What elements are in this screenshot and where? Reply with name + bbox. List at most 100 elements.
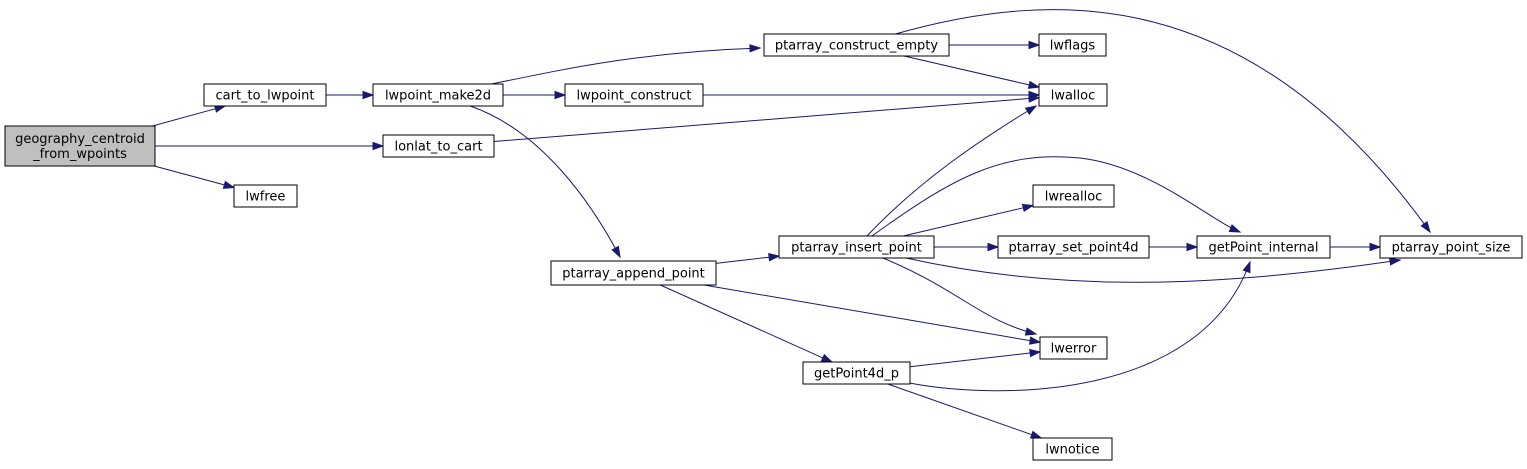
arrowhead-icon bbox=[1029, 430, 1043, 439]
node-lwerror[interactable]: lwerror bbox=[1039, 336, 1108, 360]
edge-line bbox=[715, 256, 770, 264]
edge-line bbox=[866, 105, 1037, 237]
arrowhead-icon bbox=[1389, 257, 1402, 266]
edge-ptarray_construct_empty-to-lwalloc bbox=[903, 55, 1041, 89]
arrowhead-icon bbox=[1024, 327, 1038, 336]
node-label: ptarray_construct_empty bbox=[775, 39, 938, 54]
edge-lwpoint_make2d-to-ptarray_append_point bbox=[469, 105, 621, 259]
node-ptarray-append-point[interactable]: ptarray_append_point bbox=[550, 260, 717, 286]
node-lwflags[interactable]: lwflags bbox=[1038, 33, 1107, 57]
arrowhead-icon bbox=[1420, 220, 1431, 234]
edge-lwpoint_construct-to-lwalloc bbox=[703, 90, 1041, 100]
node-box bbox=[4, 125, 156, 167]
edge-line bbox=[152, 108, 216, 127]
edge-getPoint4d_p-to-getPoint_internal bbox=[909, 260, 1251, 392]
edge-ptarray_insert_point-to-ptarray_set_point4d bbox=[934, 242, 1000, 252]
node-lwfree[interactable]: lwfree bbox=[233, 184, 298, 208]
node-lonlat-to-cart[interactable]: lonlat_to_cart bbox=[382, 134, 495, 158]
edge-line bbox=[905, 257, 1401, 283]
edge-line bbox=[660, 284, 824, 359]
node-box bbox=[1039, 336, 1108, 360]
node-lwnotice[interactable]: lwnotice bbox=[1032, 437, 1113, 461]
edge-line bbox=[903, 55, 1030, 86]
edge-line bbox=[493, 98, 1030, 142]
node-label: getPoint_internal bbox=[1208, 241, 1318, 256]
node-label: lwrealloc bbox=[1045, 190, 1103, 205]
edge-geography_centroid_from_wpoints-to-cart_to_lwpoint bbox=[152, 104, 227, 127]
edge-line bbox=[882, 257, 1037, 335]
edge-line bbox=[871, 156, 1241, 237]
arrowhead-icon bbox=[1028, 40, 1041, 50]
edge-line bbox=[895, 9, 1431, 233]
node-label: lwflags bbox=[1050, 39, 1096, 54]
edge-ptarray_insert_point-to-lwalloc bbox=[866, 105, 1038, 237]
node-getpoint-internal[interactable]: getPoint_internal bbox=[1196, 235, 1331, 259]
edge-cart_to_lwpoint-to-lwpoint_make2d bbox=[326, 90, 375, 100]
arrowhead-icon bbox=[372, 141, 385, 151]
edge-lwpoint_make2d-to-lwpoint_construct bbox=[503, 90, 567, 100]
edge-ptarray_append_point-to-ptarray_insert_point bbox=[715, 253, 781, 264]
node-lwpoint-make2d[interactable]: lwpoint_make2d bbox=[372, 83, 504, 107]
edge-ptarray_insert_point-to-ptarray_point_size bbox=[905, 257, 1402, 283]
edge-ptarray_append_point-to-getPoint4d_p bbox=[660, 284, 834, 363]
edge-ptarray_set_point4d-to-getPoint_internal bbox=[1149, 242, 1199, 252]
node-box bbox=[1379, 235, 1523, 259]
arrowhead-icon bbox=[1186, 242, 1199, 252]
node-label: ptarray_append_point bbox=[562, 267, 705, 282]
arrowhead-icon bbox=[222, 180, 236, 189]
edge-geography_centroid_from_wpoints-to-lonlat_to_cart bbox=[155, 141, 385, 151]
edge-getPoint_internal-to-ptarray_point_size bbox=[1330, 242, 1382, 252]
edge-line bbox=[909, 352, 1031, 368]
node-box bbox=[372, 83, 504, 107]
node-label: _from_wpoints bbox=[32, 147, 127, 162]
edge-ptarray_append_point-to-lwerror bbox=[703, 284, 1042, 345]
arrowhead-icon bbox=[1029, 348, 1042, 358]
node-box bbox=[564, 83, 704, 107]
node-ptarray-construct-empty[interactable]: ptarray_construct_empty bbox=[763, 33, 950, 57]
node-lwrealloc[interactable]: lwrealloc bbox=[1032, 184, 1115, 208]
node-box bbox=[382, 134, 495, 158]
node-label: lwfree bbox=[246, 190, 286, 205]
edge-ptarray_insert_point-to-getPoint_internal bbox=[871, 156, 1242, 237]
node-lwpoint-construct[interactable]: lwpoint_construct bbox=[564, 83, 704, 107]
node-label: ptarray_set_point4d bbox=[1009, 241, 1139, 256]
node-label: cart_to_lwpoint bbox=[215, 89, 314, 104]
node-box bbox=[1038, 83, 1108, 107]
edge-line bbox=[903, 207, 1024, 237]
node-box bbox=[778, 235, 935, 259]
node-box bbox=[233, 184, 298, 208]
edge-line bbox=[909, 261, 1251, 392]
node-cart-to-lwpoint[interactable]: cart_to_lwpoint bbox=[203, 83, 327, 107]
arrowhead-icon bbox=[987, 242, 1000, 252]
node-label: lwnotice bbox=[1045, 443, 1099, 458]
arrowhead-icon bbox=[1027, 80, 1041, 89]
node-geography-centroid-from-wpoints[interactable]: geography_centroid_from_wpoints bbox=[4, 125, 156, 167]
node-label: lwpoint_make2d bbox=[385, 89, 491, 104]
edge-ptarray_insert_point-to-lwrealloc bbox=[903, 203, 1035, 237]
node-ptarray-insert-point[interactable]: ptarray_insert_point bbox=[778, 235, 935, 259]
arrowhead-icon bbox=[768, 253, 781, 262]
node-label: lonlat_to_cart bbox=[394, 140, 482, 155]
edge-line bbox=[703, 284, 1031, 342]
nodes-layer: geography_centroid_from_wpoints cart_to_l… bbox=[4, 33, 1523, 461]
edge-ptarray_construct_empty-to-ptarray_point_size bbox=[895, 9, 1431, 234]
node-box bbox=[1196, 235, 1331, 259]
node-box bbox=[1032, 437, 1113, 461]
node-label: lwerror bbox=[1051, 342, 1097, 357]
node-ptarray-set-point4d[interactable]: ptarray_set_point4d bbox=[997, 235, 1150, 259]
node-box bbox=[997, 235, 1150, 259]
node-lwalloc[interactable]: lwalloc bbox=[1038, 83, 1108, 107]
arrowhead-icon bbox=[820, 353, 834, 363]
node-box bbox=[203, 83, 327, 107]
node-label: lwalloc bbox=[1051, 89, 1096, 104]
node-ptarray-point-size[interactable]: ptarray_point_size bbox=[1379, 235, 1523, 259]
edge-getPoint4d_p-to-lwerror bbox=[909, 348, 1042, 368]
node-label: ptarray_point_size bbox=[1392, 241, 1511, 256]
node-box bbox=[550, 260, 717, 286]
node-box bbox=[802, 361, 911, 385]
edge-lwpoint_make2d-to-ptarray_construct_empty bbox=[491, 44, 762, 85]
node-label: getPoint4d_p bbox=[814, 367, 899, 382]
arrowhead-icon bbox=[1021, 203, 1035, 213]
node-getpoint4d-p[interactable]: getPoint4d_p bbox=[802, 361, 911, 385]
